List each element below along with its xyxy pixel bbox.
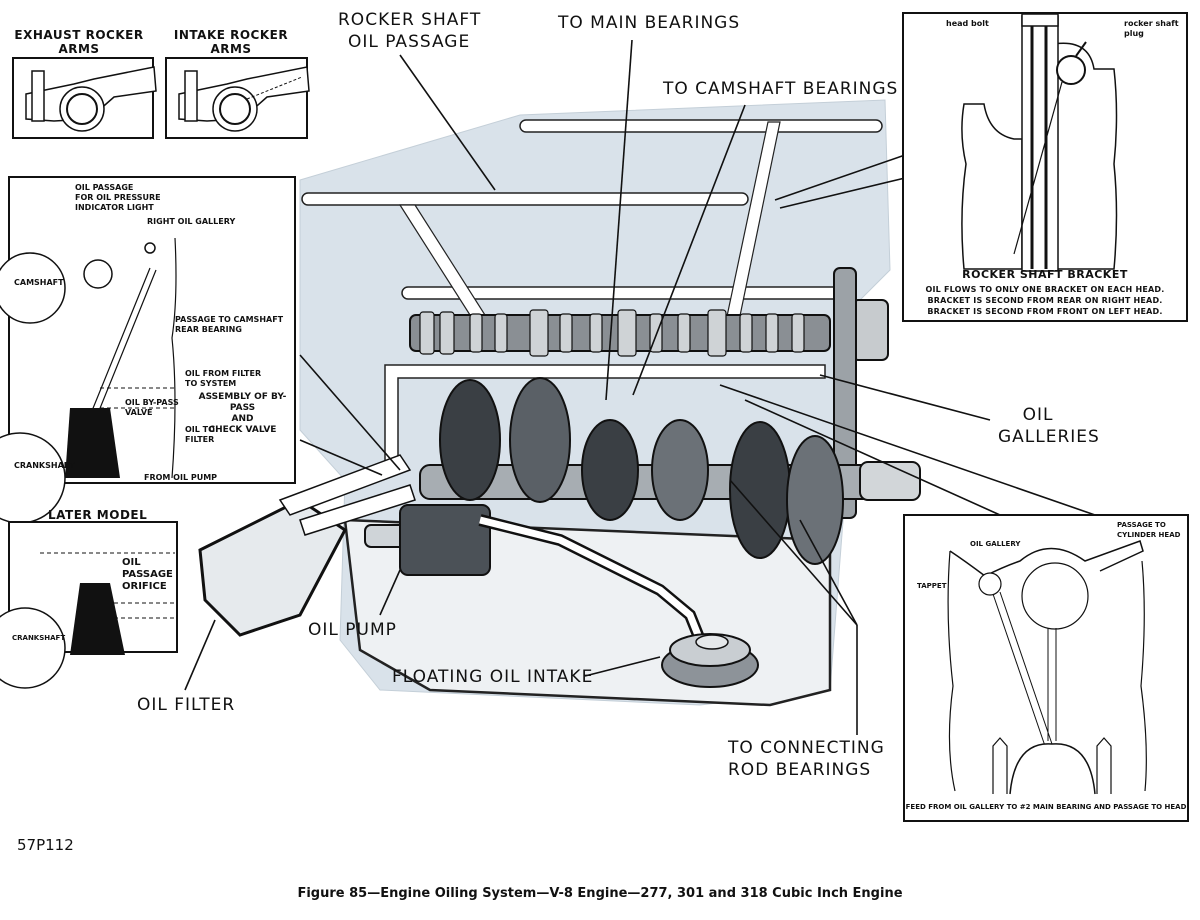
label-line: ASSEMBLY OF BY-PASS [198, 392, 287, 413]
figure-code: 57P112 [17, 836, 74, 854]
label-crankshaft-later: CRANKSHAFT [12, 634, 66, 642]
label-line: CHECK VALVE [208, 425, 277, 435]
note-line: OIL FLOWS TO ONLY ONE BRACKET ON EACH HE… [925, 285, 1165, 294]
main-bearing-feed-drawing [947, 540, 1147, 795]
intake-rocker-arm-inset [165, 57, 310, 139]
note-line: BRACKET IS SECOND FROM REAR ON RIGHT HEA… [927, 296, 1163, 305]
label-line: INDICATOR LIGHT [75, 203, 154, 212]
note-line: BRACKET IS SECOND FROM FRONT ON LEFT HEA… [927, 307, 1163, 316]
label-line: ROD BEARINGS [728, 760, 872, 780]
exhaust-rocker-arm-drawing [25, 66, 157, 132]
label-passage-to-cylinder-head: PASSAGE TO CYLINDER HEAD [1117, 520, 1180, 540]
title-line: INTAKE ROCKER [173, 28, 289, 42]
label-tappet: TAPPET [917, 582, 947, 590]
label-line: TO CONNECTING [728, 738, 885, 758]
title-line: ARMS [210, 42, 252, 56]
label-from-oil-pump: FROM OIL PUMP [144, 473, 218, 482]
label-line: OIL FROM FILTER [185, 369, 262, 378]
label-to-camshaft-bearings: TO CAMSHAFT BEARINGS [663, 79, 899, 99]
intake-rocker-arm-drawing [178, 66, 310, 132]
label-oil-bypass-valve: OIL BY-PASS VALVE [125, 398, 179, 418]
label-oil-to-filter: OIL TO FILTER [185, 425, 215, 445]
label-rocker-shaft-plug: rocker shaft plug [1124, 19, 1179, 39]
label-line: OIL [122, 557, 141, 568]
title-line: EXHAUST ROCKER [14, 28, 144, 42]
label-rocker-shaft-oil-passage: ROCKER SHAFT OIL PASSAGE [338, 9, 481, 53]
label-line: FILTER [185, 435, 215, 444]
oil-pump [364, 504, 491, 576]
label-to-connecting-rod-bearings: TO CONNECTING ROD BEARINGS [728, 737, 885, 781]
intake-rocker-arms-title: INTAKE ROCKER ARMS [166, 28, 296, 56]
floating-oil-intake [661, 633, 759, 688]
label-line: GALLERIES [998, 427, 1100, 447]
label-line: OIL [1022, 405, 1054, 425]
crankshaft [419, 377, 921, 565]
label-assembly-title: ASSEMBLY OF BY-PASS AND CHECK VALVE [195, 392, 290, 436]
label-line: OIL PASSAGE [75, 183, 134, 192]
label-crankshaft: CRANKSHAFT [14, 461, 75, 470]
later-model-drawing [0, 552, 175, 689]
label-camshaft: CAMSHAFT [14, 278, 64, 287]
label-line: FOR OIL PRESSURE [75, 193, 161, 202]
camshaft [409, 267, 889, 519]
bypass-valve-inset: OIL PASSAGE FOR OIL PRESSURE INDICATOR L… [0, 176, 296, 524]
label-oil-passage-indicator: OIL PASSAGE FOR OIL PRESSURE INDICATOR L… [75, 183, 161, 213]
label-oil-pump: OIL PUMP [308, 620, 397, 640]
label-oil-filter: OIL FILTER [137, 695, 236, 715]
label-line: VALVE [125, 408, 153, 417]
label-line: PASSAGE TO CAMSHAFT [175, 315, 284, 324]
label-line: REAR BEARING [175, 325, 242, 334]
rocker-shaft-right [519, 119, 883, 133]
exhaust-rocker-arm-inset [12, 57, 157, 139]
rocker-shaft-bracket-title: ROCKER SHAFT BRACKET [962, 268, 1128, 281]
label-oil-gallery: OIL GALLERY [970, 540, 1021, 548]
later-model-title: LATER MODEL [48, 508, 148, 522]
label-line: OIL TO [185, 425, 215, 434]
rocker-shaft-bracket-inset: head bolt rocker shaft plug ROCKER SHAFT… [902, 12, 1188, 322]
label-line: ORIFICE [122, 581, 167, 592]
rocker-shaft-bracket-drawing [961, 13, 1118, 272]
label-line: AND [231, 414, 254, 424]
label-floating-oil-intake: FLOATING OIL INTAKE [392, 667, 594, 687]
leader-lines [184, 39, 1096, 735]
label-line: ROCKER SHAFT [338, 10, 482, 30]
label-head-bolt: head bolt [946, 19, 989, 28]
figure-caption: Figure 85—Engine Oiling System—V-8 Engin… [297, 886, 903, 901]
rocker-shaft-bracket-notes: OIL FLOWS TO ONLY ONE BRACKET ON EACH HE… [904, 284, 1186, 317]
later-model-inset: OIL PASSAGE ORIFICE CRANKSHAFT [0, 521, 178, 689]
oil-filter [198, 454, 416, 637]
label-line: rocker shaft [1124, 19, 1179, 28]
label-line: PASSAGE TO [1117, 521, 1166, 529]
label-oil-from-filter: OIL FROM FILTER TO SYSTEM [185, 369, 261, 389]
label-line: OIL BY-PASS [125, 398, 179, 407]
rocker-shaft-left [301, 192, 749, 206]
label-oil-passage-orifice: OIL PASSAGE ORIFICE [122, 557, 173, 593]
label-line: CYLINDER HEAD [1117, 531, 1181, 539]
label-right-oil-gallery: RIGHT OIL GALLERY [147, 217, 236, 226]
title-line: ARMS [58, 42, 100, 56]
label-line: plug [1124, 29, 1144, 38]
main-bearing-feed-caption: FEED FROM OIL GALLERY TO #2 MAIN BEARING… [905, 803, 1187, 811]
label-passage-to-camshaft: PASSAGE TO CAMSHAFT REAR BEARING [175, 315, 283, 335]
label-line: TO SYSTEM [185, 379, 237, 388]
label-line: PASSAGE [122, 569, 173, 580]
exhaust-rocker-arms-title: EXHAUST ROCKER ARMS [14, 28, 144, 56]
label-to-main-bearings: TO MAIN BEARINGS [558, 13, 741, 33]
label-oil-galleries: OIL GALLERIES [998, 404, 1100, 448]
bypass-valve-drawing [0, 237, 177, 524]
label-line: OIL PASSAGE [348, 32, 471, 52]
main-bearing-feed-inset: OIL GALLERY PASSAGE TO CYLINDER HEAD TAP… [903, 514, 1189, 822]
